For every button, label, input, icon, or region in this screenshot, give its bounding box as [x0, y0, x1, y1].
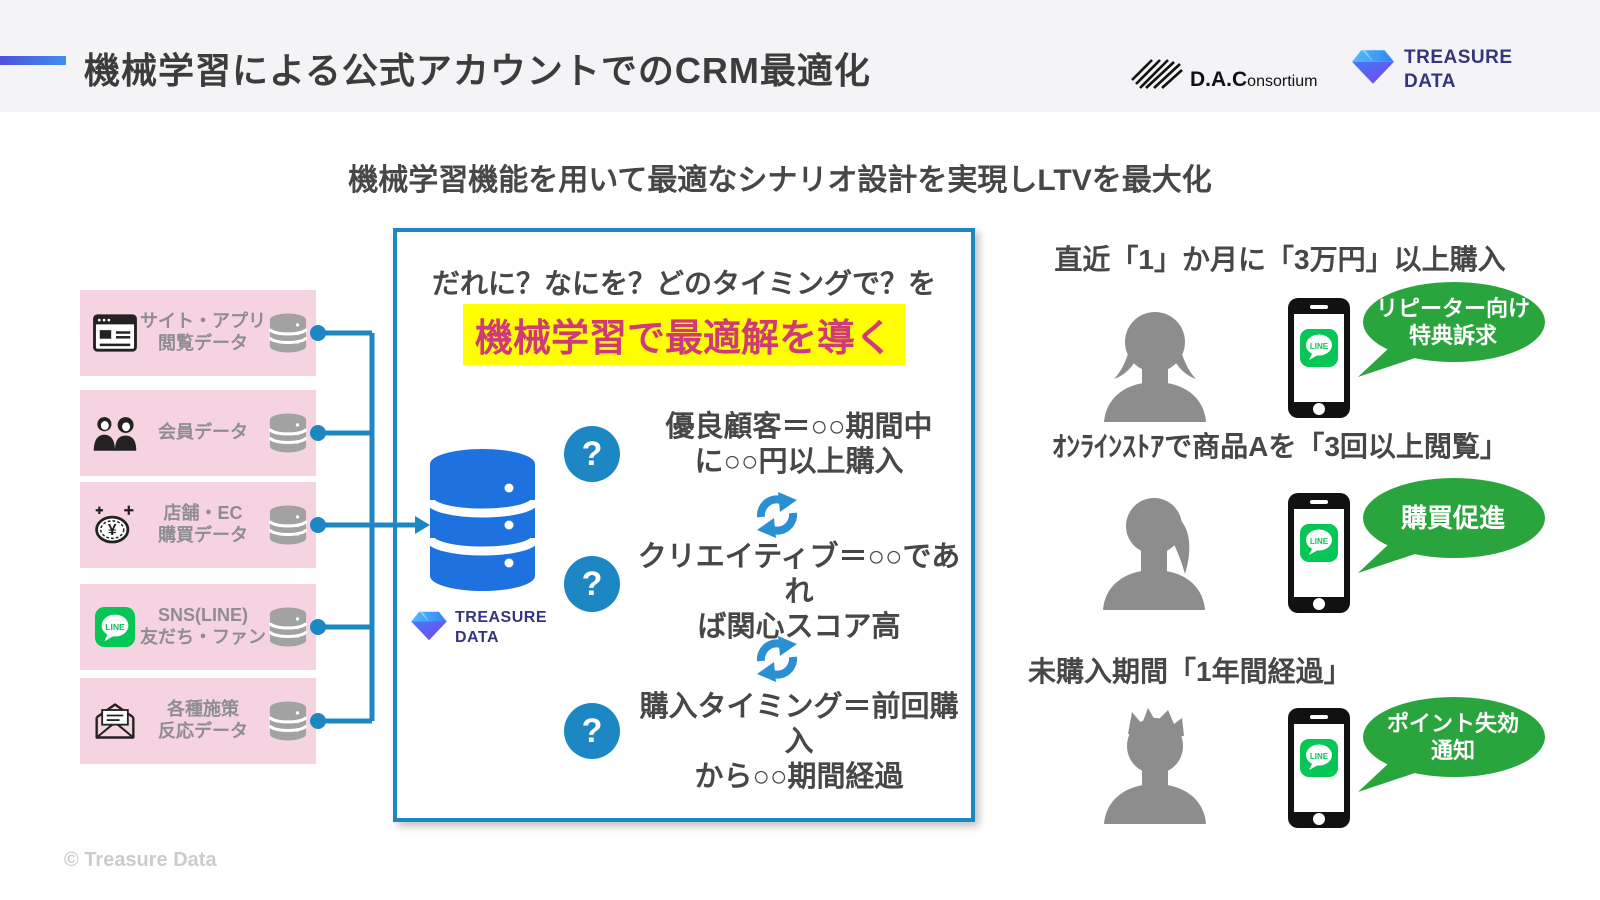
title-accent-bar — [0, 56, 66, 65]
dac-logo-text: D.A.Consortium — [1190, 68, 1317, 92]
notification-bubble: リピーター向け 特典訴求 — [1356, 281, 1546, 383]
data-source-card-sns-line: LINE SNS(LINE) 友だち・ファン — [80, 584, 316, 670]
slide-subtitle: 機械学習機能を用いて最適なシナリオ設計を実現しLTVを最大化 — [348, 164, 1212, 197]
bubble-text: 購買促進 — [1400, 502, 1505, 533]
line-label: LINE — [1310, 342, 1329, 351]
header-bar — [0, 0, 1600, 112]
ml-highlight-wrap: 機械学習で最適解を導く — [397, 304, 971, 365]
data-source-card-members: 会員データ — [80, 390, 316, 476]
dac-stripes-icon — [1130, 50, 1184, 95]
database-icon — [268, 313, 308, 353]
line-label: LINE — [1310, 537, 1329, 546]
database-icon — [268, 607, 308, 647]
diamond-icon — [411, 610, 447, 647]
members-icon — [92, 414, 138, 452]
question-badge: ? — [564, 703, 620, 759]
td-word-2: DATA — [455, 629, 500, 646]
page-title: 機械学習による公式アカウントでのCRM最適化 — [84, 50, 871, 91]
cycle-arrows-icon — [752, 634, 802, 689]
dac-logo-bold: D.A.C — [1190, 68, 1248, 91]
data-source-card-purchase: ¥ 店舗・EC 購買データ — [80, 482, 316, 568]
notification-bubble: ポイント失効 通知 — [1356, 696, 1546, 798]
line-app-icon: LINE — [92, 606, 138, 648]
person-silhouette — [1090, 698, 1220, 829]
yen-symbol: ¥ — [108, 522, 117, 539]
envelope-icon — [92, 700, 138, 742]
data-source-label: 各種施策 反応データ — [158, 699, 248, 741]
data-source-label: SNS(LINE) 友だち・ファン — [140, 605, 266, 647]
scenario-heading: ｵﾝﾗｲﾝｽﾄｱで商品Aを「3回以上閲覧」 — [1052, 431, 1508, 462]
treasure-data-database-icon — [430, 448, 535, 598]
dac-consortium-logo: D.A.Consortium — [1130, 50, 1317, 95]
td-word-1: TREASURE — [1404, 47, 1513, 68]
dac-logo-rest: onsortium — [1247, 73, 1318, 90]
ml-highlight: 機械学習で最適解を導く — [462, 304, 905, 365]
smartphone-line-icon: LINE — [1288, 708, 1350, 833]
database-icon — [268, 505, 308, 545]
scenario-heading: 直近「1」か月に「3万円」以上購入 — [1054, 244, 1506, 275]
ml-rule-text: 購入タイミング＝前回購入 から○○期間経過 — [639, 691, 959, 793]
ml-question-line: だれに？なにを？どのタイミングで？を — [431, 268, 936, 299]
scenario-heading: 未購入期間「1年間経過」 — [1028, 656, 1352, 687]
database-icon — [268, 701, 308, 741]
cycle-arrows-icon — [752, 490, 802, 545]
treasure-data-wordmark-small: TREASURE DATA — [455, 608, 547, 648]
line-label: LINE — [1310, 752, 1329, 761]
data-source-label: サイト・アプリ 閲覧データ — [140, 311, 266, 353]
treasure-data-logo-small: TREASURE DATA — [411, 608, 547, 648]
question-badge: ? — [564, 426, 620, 482]
notification-bubble: 購買促進 — [1356, 477, 1546, 579]
data-source-card-site-app: サイト・アプリ 閲覧データ — [80, 290, 316, 376]
database-icon — [268, 413, 308, 453]
person-silhouette — [1090, 300, 1220, 427]
bubble-text: リピーター向け 特典訴求 — [1375, 295, 1530, 349]
ml-rule-text: 優良顧客＝○○期間中 に○○円以上購入 — [665, 411, 933, 478]
ml-optimization-box: だれに？なにを？どのタイミングで？を 機械学習で最適解を導く — [393, 228, 975, 822]
smartphone-line-icon: LINE — [1288, 493, 1350, 618]
td-word-1: TREASURE — [455, 609, 548, 626]
connector-lines — [305, 315, 440, 740]
ml-rule-text: クリエイティブ＝○○であれ ば関心スコア高 — [637, 541, 961, 643]
data-source-card-campaign: 各種施策 反応データ — [80, 678, 316, 764]
person-silhouette — [1090, 480, 1220, 615]
td-word-2: DATA — [1404, 70, 1456, 92]
data-source-label: 会員データ — [158, 422, 248, 443]
copyright: © Treasure Data — [64, 849, 217, 871]
line-label: LINE — [105, 622, 125, 632]
bubble-text: ポイント失効 通知 — [1386, 710, 1519, 764]
browser-window-icon — [92, 313, 138, 353]
data-source-label: 店舗・EC 購買データ — [158, 503, 248, 545]
coin-yen-icon: ¥ — [92, 503, 138, 547]
diamond-icon — [1352, 48, 1394, 91]
question-badge: ? — [564, 556, 620, 612]
smartphone-line-icon: LINE — [1288, 298, 1350, 423]
